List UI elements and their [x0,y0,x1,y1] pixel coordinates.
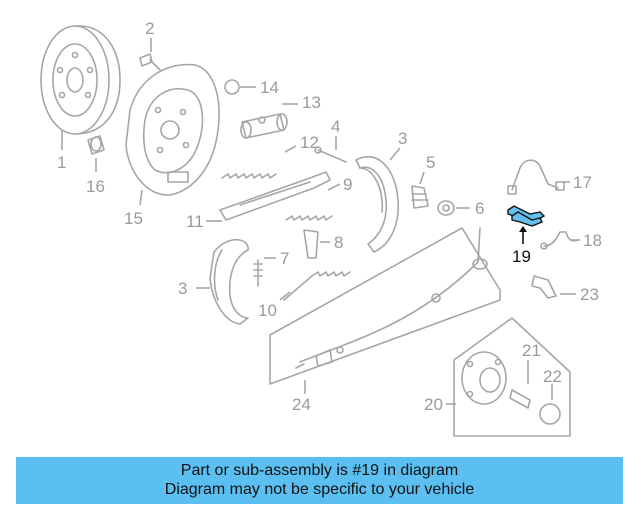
callout-10: 10 [258,301,277,320]
callout-4: 4 [331,117,340,136]
part-backing-plate [125,63,220,196]
part-bolt [139,53,161,71]
callout-11: 11 [186,212,204,231]
callout-3: 3 [398,129,407,148]
callout-20: 20 [424,395,443,414]
part-parking-cable-panel [269,227,501,385]
info-banner: Part or sub-assembly is #19 in diagram D… [16,457,623,504]
banner-line-2: Diagram may not be specific to your vehi… [164,481,475,498]
part-pin [253,259,263,287]
callout-21: 21 [522,341,541,360]
part-clip [224,79,240,95]
part-boot [411,185,429,209]
callout-18: 18 [583,231,602,250]
callout-6: 6 [475,199,484,218]
callout-16: 16 [86,177,105,196]
part-clip-23 [531,275,557,299]
parts-diagram: 1 2 15 16 14 13 12 [40,19,602,437]
part-wheel-cylinder [240,113,288,139]
part-brake-hose [507,159,565,195]
callout-17: 17 [573,173,592,192]
part-strut [219,171,331,221]
callout-15: 15 [124,209,143,228]
part-spring-9 [285,215,333,221]
banner-line-1: Part or sub-assembly is #19 in diagram [180,462,459,479]
part-lever [303,229,319,259]
callout-8: 8 [334,233,343,252]
part-spring-12 [221,173,277,179]
callout-22: 22 [543,367,562,386]
callout-24: 24 [292,395,311,414]
part-bushing [87,135,105,155]
part-brake-drum [40,25,121,135]
callout-9: 9 [343,175,352,194]
callout-2: 2 [145,19,154,38]
part-hub-panel [453,317,571,437]
part-brake-shoe-upper [355,155,399,253]
callout-14: 14 [260,78,279,97]
callout-19: 19 [512,247,531,266]
callout-3: 3 [178,279,187,298]
callout-12: 12 [300,133,319,152]
part-bleeder [437,200,455,216]
part-brake-shoe-lower [209,238,249,325]
callout-7: 7 [280,249,289,268]
part-adjuster-rod [314,146,347,163]
callout-1: 1 [57,153,66,172]
part-spring-10 [283,271,351,301]
callout-5: 5 [426,153,435,172]
callout-23: 23 [580,285,599,304]
callout-13: 13 [302,93,321,112]
part-19-bracket [507,205,546,227]
